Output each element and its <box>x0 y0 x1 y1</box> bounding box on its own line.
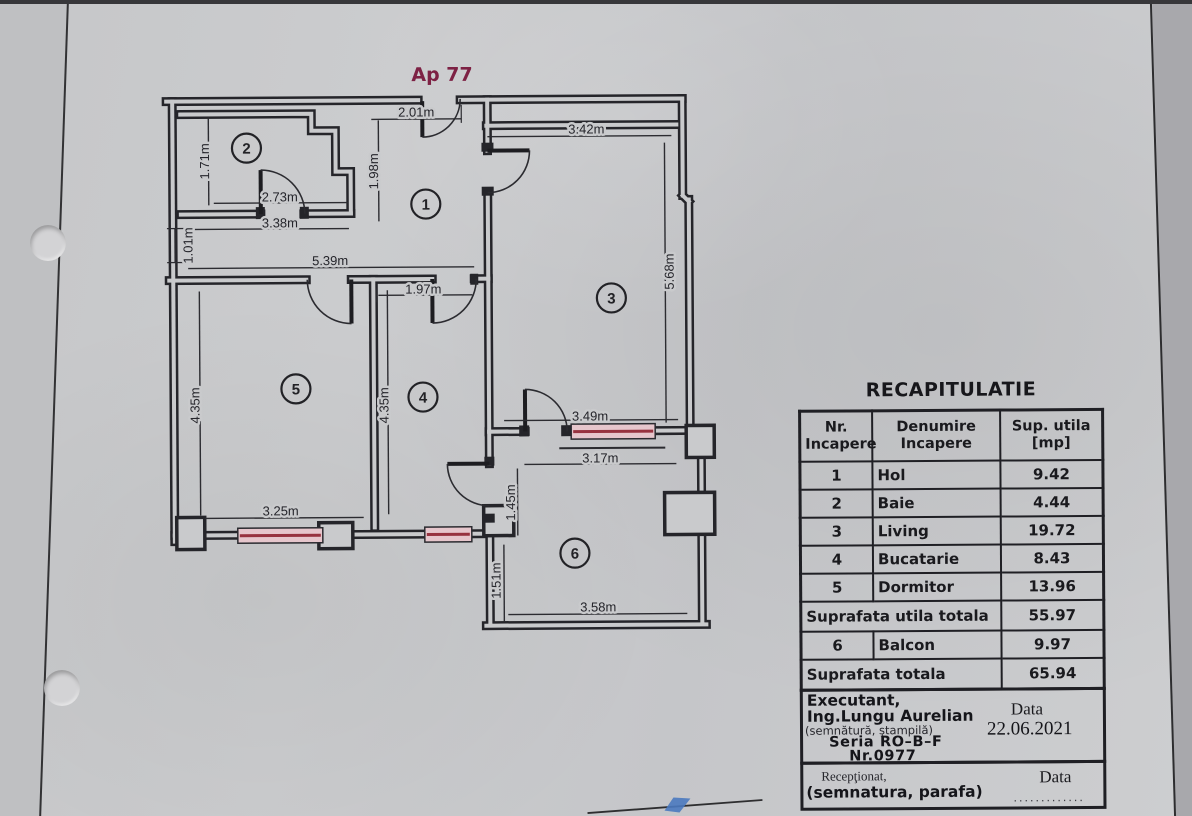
receptionat-note: (semnatura, parafa) <box>806 782 983 802</box>
subtotal-label: Suprafata utila totala <box>800 600 1002 632</box>
receptionat-data-label: Data <box>1039 767 1072 787</box>
cell-nr: 3 <box>800 517 873 546</box>
cell-area: 9.42 <box>1000 459 1104 489</box>
cell-area: 8.43 <box>1000 543 1104 573</box>
cell-nr: 2 <box>800 489 873 518</box>
header-denumire: Denumire Incapere <box>872 410 1001 462</box>
doors <box>258 98 568 507</box>
dim-label: 1.71m <box>197 143 212 179</box>
total-value: 65.94 <box>1001 657 1105 690</box>
total-label: Suprafata totala <box>801 658 1002 691</box>
dim-label: 3.17m <box>582 450 618 465</box>
executant-data-label: Data <box>1010 699 1044 719</box>
cell-name: Dormitor <box>873 572 1002 602</box>
header-text: Incapere <box>900 435 972 453</box>
receptionat-box: Recepţionat, (semnatura, parafa) Data ..… <box>800 759 1107 811</box>
cell-area: 9.97 <box>1001 629 1105 659</box>
recap-section: RECAPITULATIE Nr. Incapere Denumire Inca… <box>798 378 1107 811</box>
cell-area: 19.72 <box>1000 515 1104 545</box>
recap-table: Nr. Incapere Denumire Incapere Sup. util… <box>798 407 1106 692</box>
apartment-title: Ap 77 <box>411 64 473 86</box>
walls-inner <box>164 96 709 630</box>
dim-label: 4.35m <box>187 387 202 423</box>
subtotal-value: 55.97 <box>1001 599 1104 631</box>
dim-label: 1.97m <box>405 281 441 296</box>
cell-nr: 1 <box>799 461 873 490</box>
photo-top-edge <box>0 0 1192 4</box>
total-row: Suprafata totala 65.94 <box>801 657 1105 691</box>
table-row: 2 Baie 4.44 <box>800 487 1104 518</box>
header-nr: Nr. Incapere <box>799 410 877 462</box>
blue-pen-mark <box>664 797 691 813</box>
receptionat-dotted-line: ............. <box>1013 791 1085 805</box>
dim-label: 5.39m <box>312 253 348 268</box>
room-number: 6 <box>571 546 579 563</box>
table-header-row: Nr. Incapere Denumire Incapere Sup. util… <box>799 409 1103 462</box>
header-text: Sup. utila <box>1011 417 1091 435</box>
cell-nr: 5 <box>800 573 874 602</box>
dim-label: 5.68m <box>662 253 677 289</box>
dim-label: 3.49m <box>572 408 608 423</box>
header-suputila: Sup. utila [mp] <box>1000 409 1103 461</box>
cell-nr: 6 <box>800 631 874 660</box>
cell-name: Baie <box>872 488 1001 518</box>
dim-label: 1.01m <box>180 227 195 263</box>
cell-nr: 4 <box>800 545 874 574</box>
room-number: 5 <box>292 381 300 398</box>
dim-label: 4.35m <box>376 387 391 423</box>
punch-hole <box>30 225 66 261</box>
dim-label: 2.73m <box>262 189 298 204</box>
dim-label: 3.25m <box>263 503 299 518</box>
header-text: Incapere <box>805 436 877 453</box>
table-row: 6 Balcon 9.97 <box>800 629 1105 660</box>
dim-label: 3.38m <box>262 215 298 230</box>
cell-name: Living <box>872 516 1001 546</box>
room-number: 4 <box>419 390 428 407</box>
cell-area: 4.44 <box>1000 487 1104 517</box>
dimension-lines <box>166 104 688 622</box>
header-text: [mp] <box>1031 435 1071 452</box>
table-row: 3 Living 19.72 <box>800 515 1104 546</box>
cell-area: 13.96 <box>1001 571 1104 601</box>
dimension-labels: 2.01m 3.42m 1.71m 2.73m 3.38m 1.98m 1.01… <box>178 102 679 617</box>
dim-label: 1.51m <box>488 563 503 599</box>
executant-date: 22.06.2021 <box>986 718 1073 740</box>
recap-title: RECAPITULATIE <box>865 378 1037 402</box>
table-row: 1 Hol 9.42 <box>799 459 1104 490</box>
punch-hole <box>44 670 80 706</box>
header-text: Denumire <box>896 418 977 435</box>
receptionat-role: Recepţionat, <box>821 768 887 784</box>
dim-label: 3.42m <box>568 121 604 136</box>
dim-label: 1.98m <box>366 153 381 189</box>
room-number: 1 <box>422 197 430 214</box>
wall-pillars <box>174 423 717 552</box>
room-number: 2 <box>242 141 250 158</box>
cell-name: Bucatarie <box>872 544 1002 574</box>
table-row: 4 Bucatarie 8.43 <box>800 543 1104 574</box>
room-numbers: 1 2 3 4 5 6 <box>230 132 627 569</box>
header-text: Nr. <box>824 419 848 436</box>
walls <box>166 98 706 627</box>
table-row: 5 Dormitor 13.96 <box>800 571 1104 602</box>
dim-label: 3.58m <box>580 599 616 614</box>
dim-label: 1.45m <box>503 484 518 520</box>
executant-box: Executant, Ing.Lungu Aurelian (semnătură… <box>799 686 1107 765</box>
cell-name: Hol <box>872 460 1001 490</box>
cell-name: Balcon <box>873 630 1002 660</box>
dim-label: 2.01m <box>398 104 434 119</box>
room-number: 3 <box>607 290 615 307</box>
subtotal-row: Suprafata utila totala 55.97 <box>800 599 1104 632</box>
